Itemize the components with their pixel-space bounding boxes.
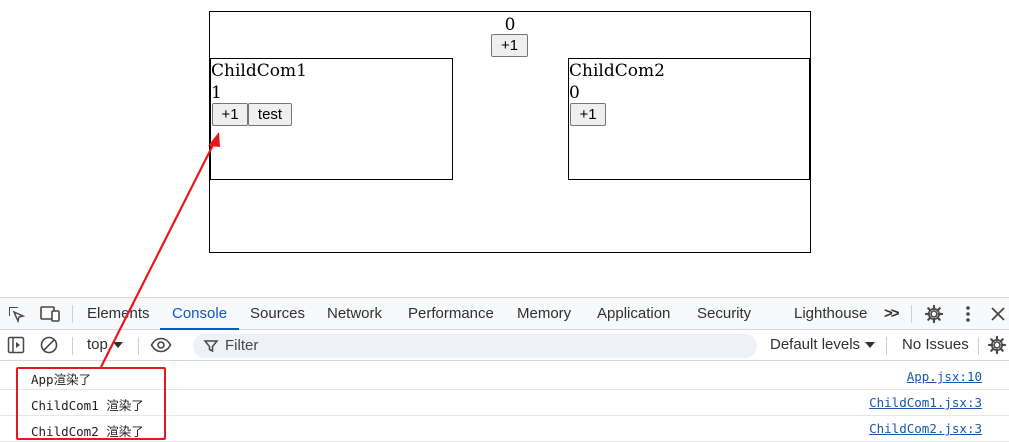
issues-counter[interactable]: No Issues <box>902 336 969 353</box>
tab-application[interactable]: Application <box>597 305 671 322</box>
console-toolbar: top Filter Default levels No Issues <box>0 330 1009 361</box>
toolbar-divider <box>72 337 73 355</box>
child-com1-container: ChildCom1 1 +1 test <box>210 58 453 180</box>
close-devtools-icon[interactable] <box>988 304 1008 324</box>
tab-console[interactable]: Console <box>159 298 240 330</box>
inspect-element-icon[interactable] <box>6 304 26 324</box>
context-selector-label: top <box>87 336 108 353</box>
chevron-down-icon <box>112 336 123 353</box>
tab-memory[interactable]: Memory <box>517 305 572 322</box>
tab-lighthouse[interactable]: Lighthouse <box>794 305 868 322</box>
console-settings-gear-icon[interactable] <box>987 335 1007 355</box>
console-source-link[interactable]: ChildCom2.jsx:3 <box>869 421 982 436</box>
tab-network[interactable]: Network <box>327 305 383 322</box>
child-com1-title: ChildCom1 <box>211 61 307 81</box>
child-com2-container: ChildCom2 0 +1 <box>568 58 810 180</box>
app-increment-button[interactable]: +1 <box>491 34 528 57</box>
console-source-link[interactable]: ChildCom1.jsx:3 <box>869 395 982 410</box>
tab-elements[interactable]: Elements <box>87 305 150 322</box>
settings-gear-icon[interactable] <box>924 304 944 324</box>
tabbar-divider <box>72 305 73 323</box>
filter-funnel-icon <box>203 338 219 354</box>
log-levels-dropdown[interactable]: Default levels <box>770 336 876 353</box>
console-message-text: ChildCom1 渲染了 <box>31 398 144 413</box>
child-com1-test-button[interactable]: test <box>248 103 292 126</box>
more-options-kebab-icon[interactable] <box>960 304 976 324</box>
sidebar-toggle-icon[interactable] <box>6 335 26 355</box>
more-tabs-button[interactable]: >> <box>884 305 899 322</box>
child-com1-increment-button[interactable]: +1 <box>212 103 248 126</box>
filter-input[interactable]: Filter <box>193 334 757 358</box>
context-selector[interactable]: top <box>87 336 123 353</box>
child-com2-title: ChildCom2 <box>569 61 665 81</box>
filter-placeholder: Filter <box>225 337 259 354</box>
console-message-row: App渲染了 App.jsx:10 <box>0 364 1009 390</box>
live-expression-eye-icon[interactable] <box>150 335 172 355</box>
tab-sources[interactable]: Sources <box>250 305 306 322</box>
child-com1-count: 1 <box>211 83 222 103</box>
console-message-row: ChildCom1 渲染了 ChildCom1.jsx:3 <box>0 390 1009 416</box>
toolbar-divider <box>978 337 979 355</box>
child-com2-count: 0 <box>569 83 580 103</box>
toolbar-divider <box>886 337 887 355</box>
console-message-text: ChildCom2 渲染了 <box>31 424 144 439</box>
devtools-panel: Elements Console Sources Network Perform… <box>0 297 1009 442</box>
tabbar-divider <box>911 305 912 323</box>
console-message-row: ChildCom2 渲染了 ChildCom2.jsx:3 <box>0 416 1009 442</box>
devtools-tabbar: Elements Console Sources Network Perform… <box>0 298 1009 330</box>
log-levels-label: Default levels <box>770 336 861 353</box>
clear-console-icon[interactable] <box>39 335 59 355</box>
app-container: 0 +1 ChildCom1 1 +1 test ChildCom2 0 +1 <box>209 11 811 253</box>
tab-performance[interactable]: Performance <box>408 305 494 322</box>
child-com2-increment-button[interactable]: +1 <box>570 103 606 126</box>
console-source-link[interactable]: App.jsx:10 <box>906 369 982 384</box>
chevron-down-icon <box>865 336 876 353</box>
tab-security[interactable]: Security <box>697 305 752 322</box>
device-toolbar-icon[interactable] <box>38 304 62 324</box>
console-message-text: App渲染了 <box>31 372 92 387</box>
toolbar-divider <box>138 337 139 355</box>
app-count: 0 <box>504 15 516 35</box>
